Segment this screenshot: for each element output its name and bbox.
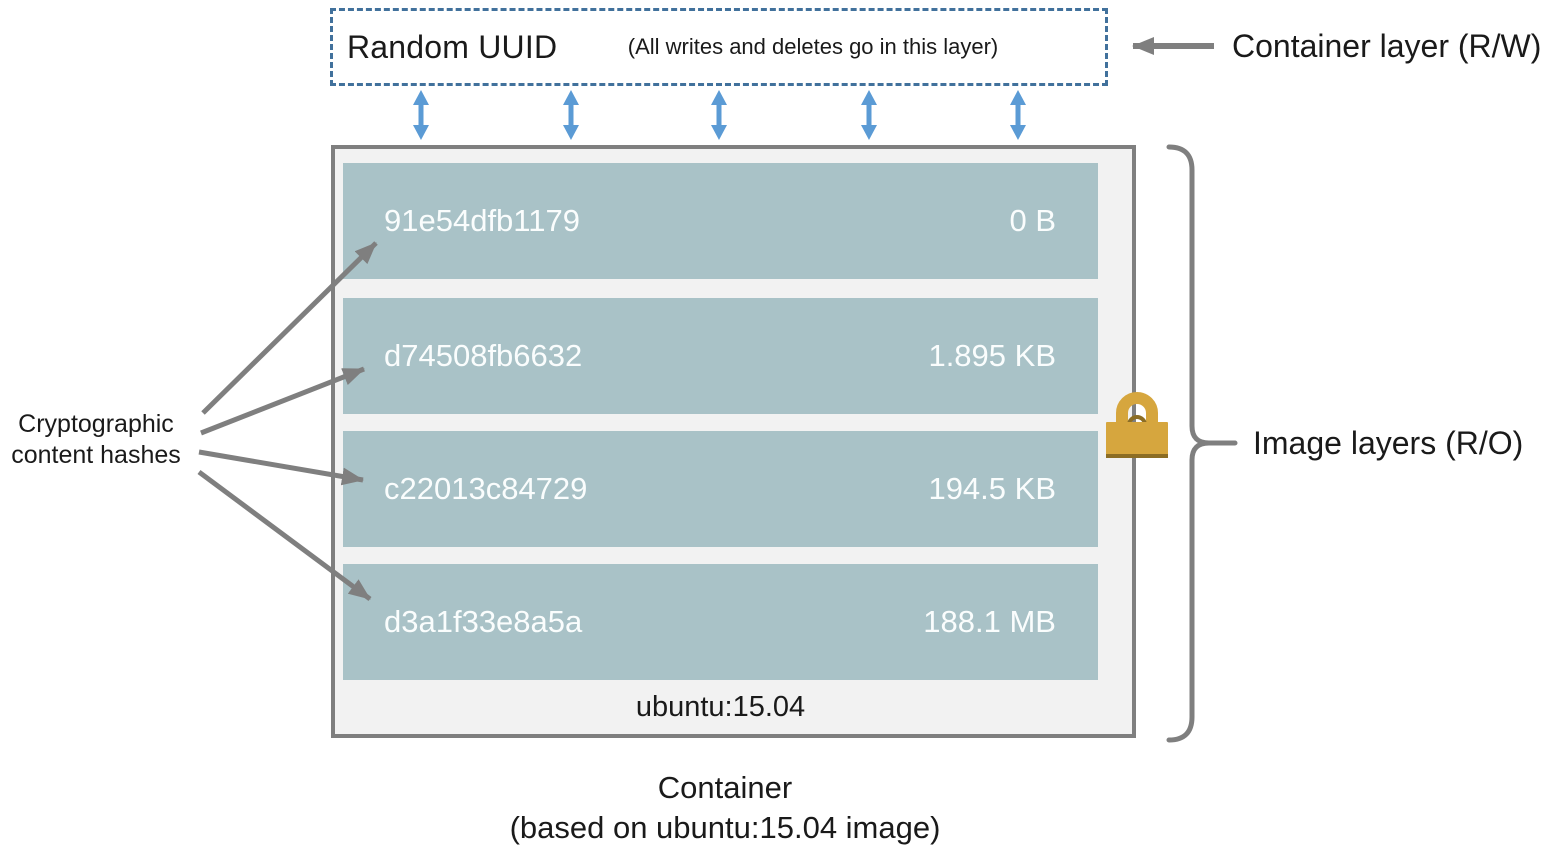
layer-hash: d74508fb6632 — [384, 338, 583, 373]
base-image-label: ubuntu:15.04 — [635, 691, 806, 723]
crypto-hashes-label: Cryptographic content hashes — [5, 409, 187, 471]
caption-title: Container — [657, 770, 793, 805]
layer-hash: 91e54dfb1179 — [384, 203, 580, 238]
image-layers-annotation: Image layers (R/O) — [1253, 425, 1524, 461]
layer-size: 0 B — [1009, 203, 1056, 238]
crypto-hashes-label-line2: content hashes — [11, 441, 181, 469]
image-layer-row: c22013c84729 194.5 KB — [343, 431, 1098, 547]
container-layer-annotation: Container layer (R/W) — [1232, 28, 1542, 64]
layer-hash: c22013c84729 — [384, 471, 588, 506]
rw-double-arrow-icon — [413, 90, 1026, 140]
layer-size: 194.5 KB — [928, 471, 1056, 506]
image-layer-row: d74508fb6632 1.895 KB — [343, 298, 1098, 414]
image-layers-box: 91e54dfb1179 0 B d74508fb6632 1.895 KB c… — [331, 145, 1136, 738]
image-layer-row: 91e54dfb1179 0 B — [343, 163, 1098, 279]
container-layer-note: (All writes and deletes go in this layer… — [627, 34, 999, 59]
container-layer-title: Random UUID — [347, 28, 558, 65]
image-layers-brace — [1166, 144, 1238, 743]
container-layer-box: Random UUID (All writes and deletes go i… — [330, 8, 1108, 86]
diagram-caption: Container (based on ubuntu:15.04 image) — [320, 768, 1130, 848]
layer-hash: d3a1f33e8a5a — [384, 604, 583, 639]
caption-subtitle: (based on ubuntu:15.04 image) — [509, 810, 941, 845]
layer-size: 1.895 KB — [928, 338, 1056, 373]
image-layer-row: d3a1f33e8a5a 188.1 MB — [343, 564, 1098, 680]
crypto-hashes-label-line1: Cryptographic — [18, 410, 174, 438]
layer-size: 188.1 MB — [923, 604, 1056, 639]
